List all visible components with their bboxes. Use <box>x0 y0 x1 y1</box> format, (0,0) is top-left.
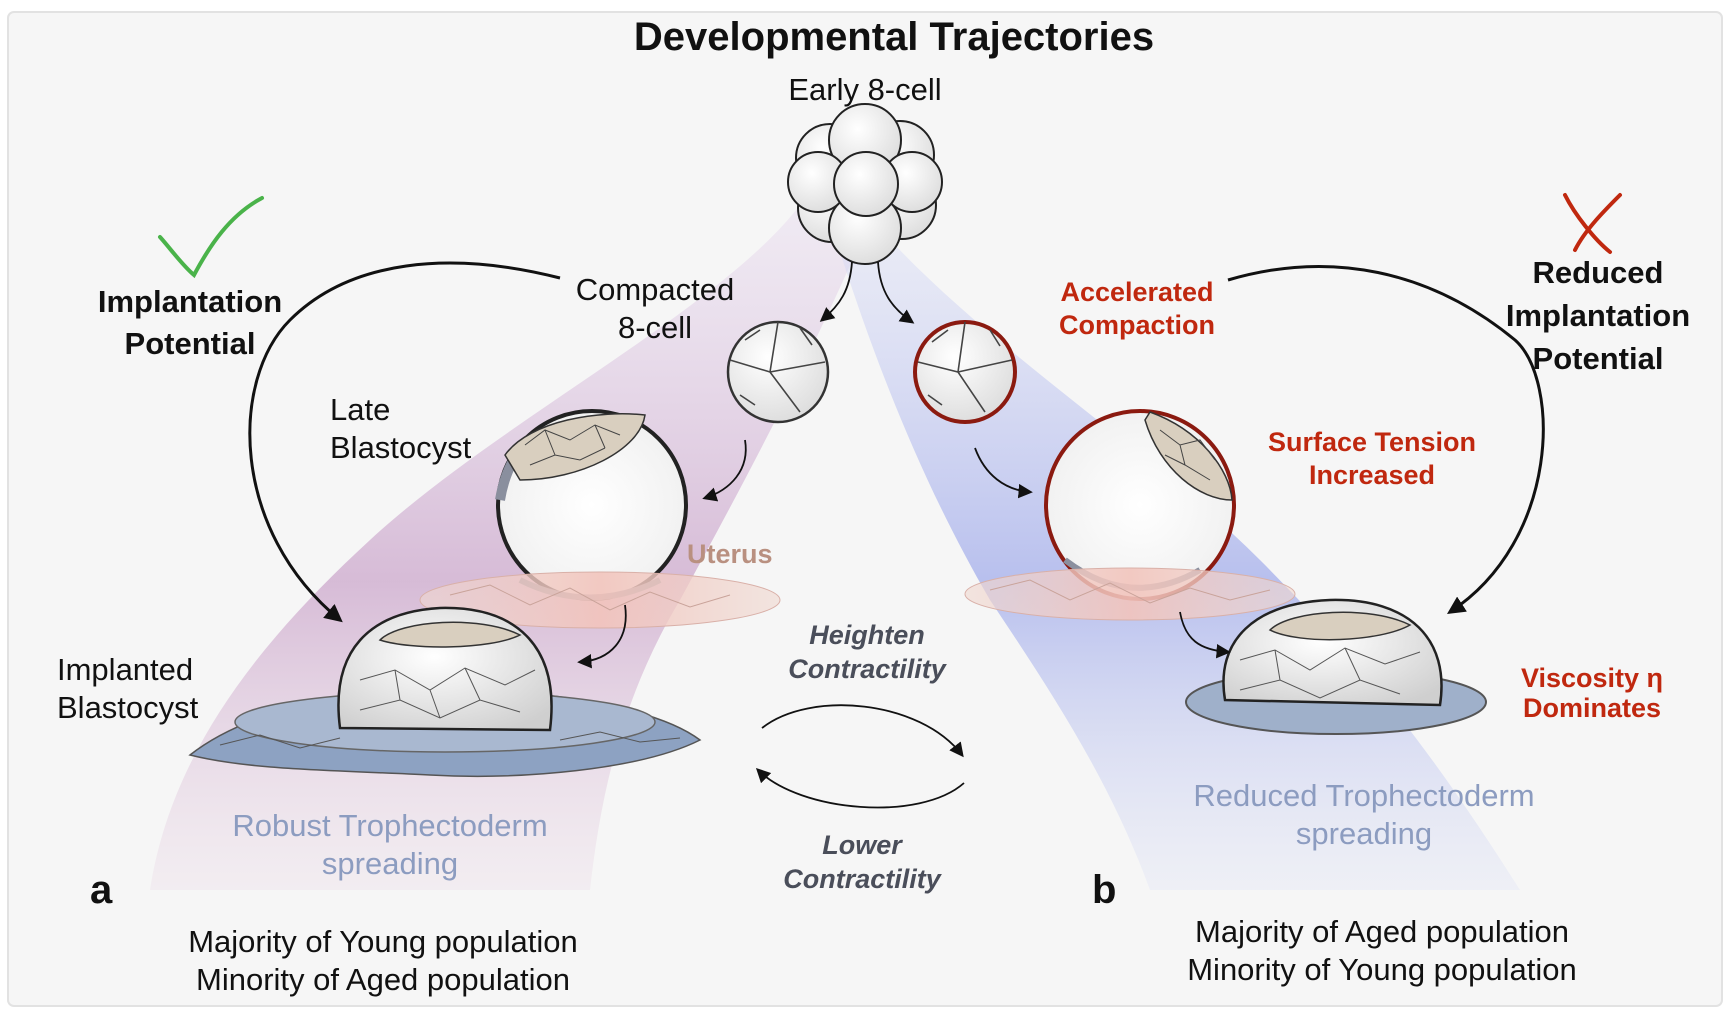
left-population-line2: Minority of Aged population <box>196 962 570 997</box>
reduced-potential-line1: Reduced <box>1533 255 1664 290</box>
reduced-spreading-line2: spreading <box>1296 816 1432 851</box>
lower-contractility-line1: Lower <box>822 830 903 860</box>
reduced-potential-line3: Potential <box>1533 341 1664 376</box>
uterus-tissue-left <box>419 571 781 629</box>
uterus-tissue-right <box>964 567 1296 621</box>
compacted-label-line2: 8-cell <box>618 310 692 345</box>
arrow-to-late-right <box>974 447 1033 499</box>
accelerated-compaction-line1: Accelerated <box>1060 277 1213 307</box>
arrow-to-late-left <box>702 439 747 502</box>
implantation-potential-line2: Potential <box>125 326 256 361</box>
implanted-blastocyst-label-line2: Blastocyst <box>57 690 199 725</box>
implantation-potential-line1: Implantation <box>98 284 282 319</box>
heighten-contractility-line2: Contractility <box>788 654 948 684</box>
late-blastocyst-left <box>495 409 688 601</box>
surface-tension-line1: Surface Tension <box>1268 427 1476 457</box>
arrow-to-implanted-left <box>577 604 627 669</box>
uterus-label: Uterus <box>687 539 773 569</box>
implanted-blastocyst-left <box>188 606 702 777</box>
lower-contractility-arrow <box>755 767 965 809</box>
compacted-8-cell-right <box>913 320 1017 424</box>
reduced-potential-line2: Implantation <box>1506 298 1690 333</box>
robust-spreading-line2: spreading <box>322 846 458 881</box>
arrow-to-compacted-left <box>819 261 853 322</box>
left-population-line1: Majority of Young population <box>188 924 578 959</box>
page-title: Developmental Trajectories <box>634 15 1154 59</box>
heighten-contractility-arrow <box>761 704 964 758</box>
lower-contractility-line2: Contractility <box>783 864 943 894</box>
implantation-arrow-left <box>248 261 561 623</box>
compacted-label-line1: Compacted <box>576 272 735 307</box>
accelerated-compaction-line2: Compaction <box>1059 310 1215 340</box>
implanted-blastocyst-label-line1: Implanted <box>57 652 193 687</box>
implanted-blastocyst-right <box>1185 598 1487 735</box>
surface-tension-line2: Increased <box>1309 460 1435 490</box>
check-icon <box>158 196 264 279</box>
reduced-spreading-line1: Reduced Trophectoderm <box>1193 778 1534 813</box>
developmental-arrows <box>577 261 1231 669</box>
cross-icon <box>1563 193 1622 254</box>
panel-label-b: b <box>1092 868 1116 912</box>
implantation-arrow-right <box>1227 265 1545 614</box>
robust-spreading-line1: Robust Trophectoderm <box>232 808 547 843</box>
arrow-to-implanted-right <box>1179 611 1231 659</box>
viscosity-line2: Dominates <box>1523 693 1661 723</box>
panel-label-a: a <box>90 868 113 912</box>
right-population-line2: Minority of Young population <box>1187 952 1577 987</box>
early-8-cell-label: Early 8-cell <box>788 72 941 107</box>
heighten-contractility-line1: Heighten <box>809 620 925 650</box>
late-blastocyst-label-line1: Late <box>330 392 390 427</box>
viscosity-line1: Viscosity η <box>1521 663 1663 693</box>
arrow-to-compacted-right <box>877 261 915 324</box>
compacted-8-cell-left <box>726 320 830 424</box>
right-population-line1: Majority of Aged population <box>1195 914 1569 949</box>
early-8-cell-embryo <box>787 103 943 265</box>
late-blastocyst-label-line2: Blastocyst <box>330 430 472 465</box>
